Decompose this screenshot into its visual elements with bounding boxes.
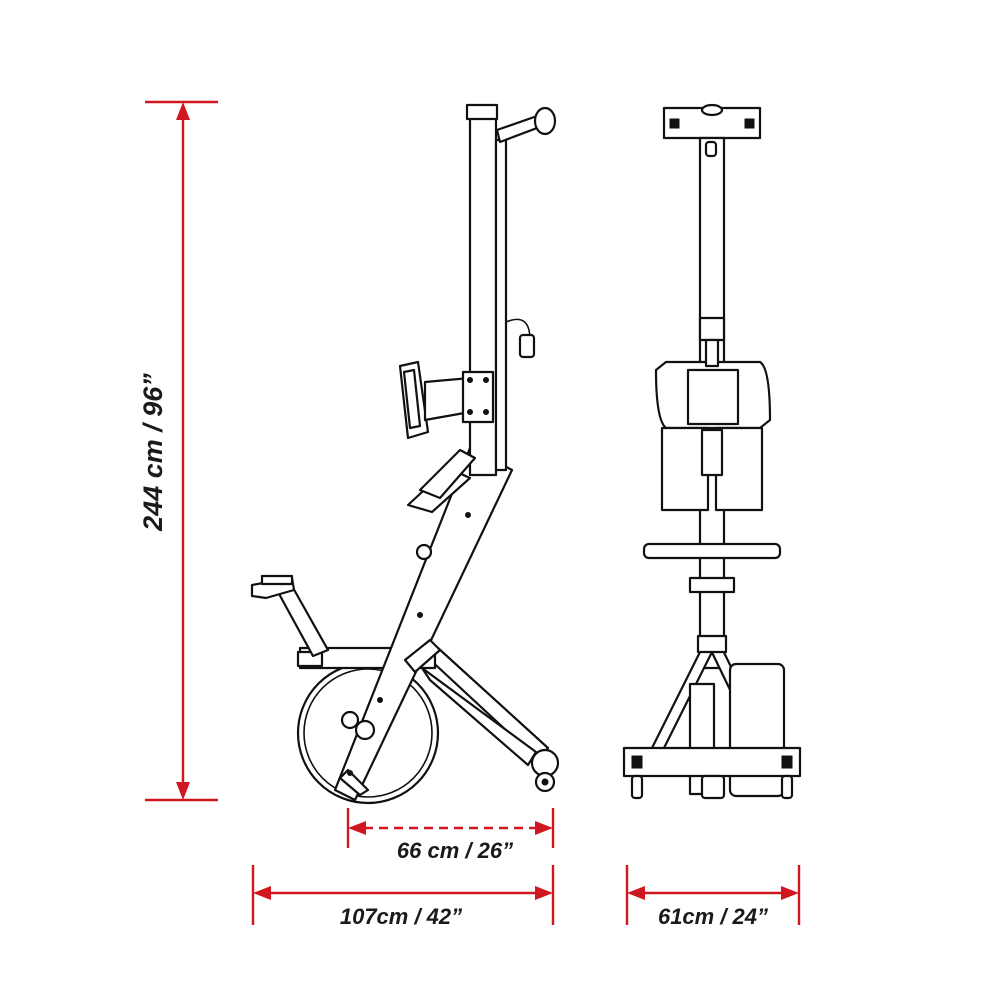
folded-depth-dimension: 66 cm / 26” [346,808,555,863]
rail-bolt-1 [347,770,353,776]
length-arrow-right [535,886,553,900]
length-dimension: 107cm / 42” [251,865,555,929]
footrest-plate [418,448,477,500]
rear-caster-hub [541,778,549,786]
front-top-handle-grip-right [744,118,755,129]
side-view-machine [250,103,560,805]
height-arrow-bottom [176,782,190,800]
side-handle-grip [518,333,536,359]
seat-top [260,574,294,586]
width-arrow-left [627,886,645,900]
front-top-knob [700,103,724,117]
front-center-foot [700,774,726,800]
rail-bracket [403,638,442,674]
rail-pivot [354,719,376,741]
top-handle-knob [533,106,557,136]
length-arrow-left [253,886,271,900]
rail-bolt-3 [417,612,423,618]
width-arrow-right [781,886,799,900]
front-base-cap-left [631,755,643,769]
front-base-bar [622,746,802,778]
side-length-label: 107cm / 42” [340,904,462,929]
monitor-screen [402,368,422,430]
front-top-handle-grip-left [669,118,680,129]
flywheel-knob [340,710,360,730]
front-tower-slot [704,140,718,158]
mount-bolt-3 [467,409,473,415]
mount-bolt-1 [467,377,473,383]
front-footrest-left [660,426,710,512]
height-dimension: 244 cm / 96” [138,100,218,802]
front-leg-joint [696,634,728,654]
folded-arrow-left [348,821,366,835]
main-rail [333,446,514,802]
rear-leg [423,646,550,762]
front-handle-stem [704,338,720,368]
folded-arrow-right [535,821,553,835]
front-tower-bracket [700,428,724,477]
width-dimension: 61cm / 24” [625,865,801,929]
seat-post [276,584,330,658]
folded-depth-label: 66 cm / 26” [397,838,513,863]
height-label: 244 cm / 96” [138,373,168,532]
rail-foot [338,768,370,797]
front-wheel-left [630,774,644,800]
rail-bolt-2 [377,697,383,703]
rail-bolt-4 [465,512,471,518]
rear-leg-lower [420,666,538,767]
front-backrest-pad [686,368,740,426]
width-label: 61cm / 24” [658,904,768,929]
front-handle-mount [698,316,726,342]
mount-bolt-2 [483,377,489,383]
mount-bolt-4 [483,409,489,415]
rail-roller [415,543,433,561]
front-crossbar [642,542,782,560]
front-footrest-right [714,426,764,512]
front-base-cap-right [781,755,793,769]
front-wheel-right [780,774,794,800]
tower-side [494,138,508,472]
front-rail-bracket [688,576,736,594]
tower-cap [465,103,499,121]
front-view-machine [622,103,802,800]
height-arrow-top [176,102,190,120]
